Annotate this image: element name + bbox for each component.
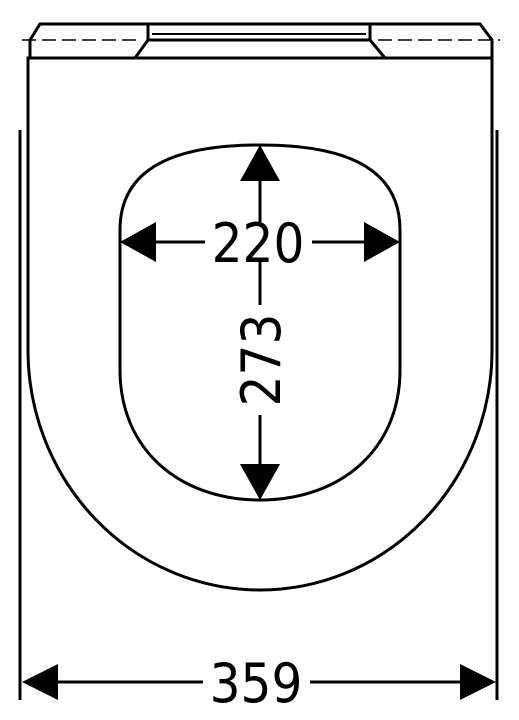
seat-opening-outline [118, 143, 402, 502]
inner-length-label: 273 [230, 314, 293, 407]
seat-outer-outline [26, 56, 494, 592]
hinge-plate-outline [146, 22, 372, 42]
inner-width-label: 220 [212, 212, 305, 275]
arrow-down [240, 464, 280, 500]
outer-width-label: 359 [210, 652, 303, 715]
arrow-right [460, 664, 496, 700]
dimension-inner-width: 220 [120, 212, 400, 275]
hinge-left-block [28, 22, 150, 60]
hinge-plate [22, 22, 500, 60]
dimension-inner-length: 273 [230, 145, 293, 500]
hinge-right-block [368, 22, 494, 60]
arrow-left [22, 664, 58, 700]
arrow-up [240, 145, 280, 181]
dimension-outer-width: 359 [22, 652, 496, 715]
arrow-left [120, 222, 156, 262]
arrow-right [364, 222, 400, 262]
